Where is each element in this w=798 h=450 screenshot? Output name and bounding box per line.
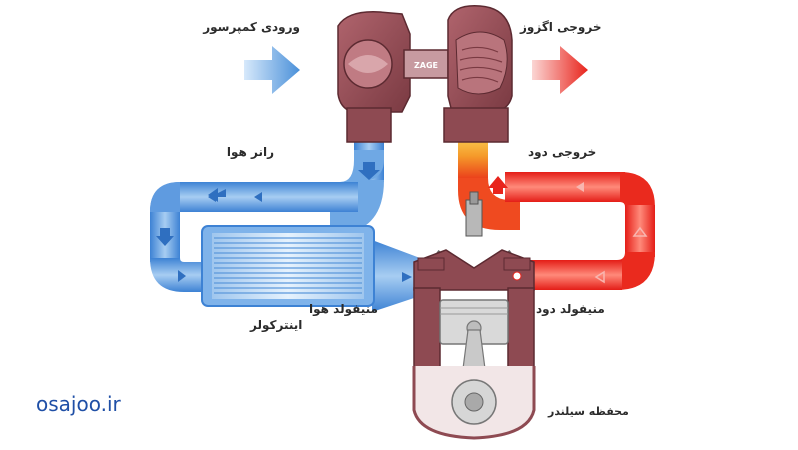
label-exhaust-out: خروجی دود (528, 145, 597, 159)
arrow-right-icon-b (402, 272, 412, 282)
arrow-left-icon-c (254, 192, 262, 202)
hot-exhaust-flow-arrows (488, 176, 648, 284)
arrow-down-icon-b (156, 228, 174, 246)
arrow-left-icon-b (208, 192, 216, 202)
arrow-up-icon (488, 176, 508, 194)
label-exhaust-manifold: منیفولد دود (536, 302, 605, 316)
label-air-runner: رانر هوا (226, 145, 274, 159)
compressor-inlet-arrow-icon (244, 46, 300, 94)
arrow-left-icon (208, 188, 226, 202)
turbo-logo: ZAGE (414, 61, 438, 70)
label-air-manifold: منیفولد هوا (309, 302, 378, 316)
exhaust-outlet-arrow-icon (532, 46, 588, 94)
label-exhaust-outlet: خروجی اگزوز (520, 20, 602, 34)
cold-air-duct (150, 140, 420, 312)
intercooler (201, 225, 375, 307)
exhaust-manifold-port (503, 257, 531, 281)
arrow-down-icon (358, 162, 380, 180)
arrow-left-icon-red (576, 182, 584, 192)
arrow-right-icon (178, 270, 186, 282)
site-watermark: osajoo.ir (36, 392, 121, 416)
label-cylinder-housing: محفظه سیلندر (548, 405, 629, 418)
arrow-up-icon-red (632, 226, 648, 237)
cold-air-flow-arrows (156, 162, 412, 282)
label-compressor-inlet: ورودی کمپرسور (203, 20, 300, 34)
air-manifold-port (417, 257, 445, 271)
arrow-left-icon-red-b (594, 270, 605, 284)
label-intercooler: اینترکولر (250, 318, 303, 332)
turbocharger: ZAGE (337, 5, 513, 143)
